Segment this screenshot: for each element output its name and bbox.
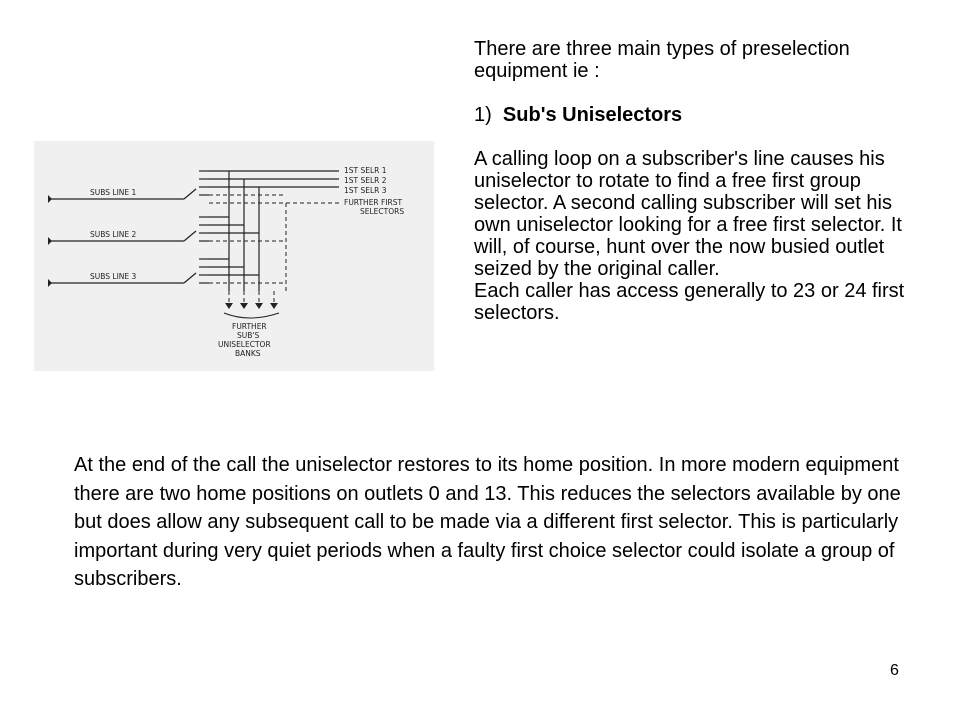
- further-first-label-2: SELECTORS: [360, 207, 404, 216]
- further-first-label: FURTHER FIRST: [344, 198, 403, 207]
- selector-3-label: 1ST SELR 3: [344, 186, 387, 195]
- section-heading: 1) Sub's Uniselectors: [474, 104, 914, 126]
- further-banks-label-3: UNISELECTOR: [218, 340, 271, 349]
- section-number: 1): [474, 104, 492, 126]
- body-text: At the end of the call the uniselector r…: [74, 451, 904, 594]
- further-banks-label-1: FURTHER: [232, 322, 267, 331]
- description-paragraph: A calling loop on a subscriber's line ca…: [474, 148, 902, 280]
- intro-text: There are three main types of preselecti…: [474, 38, 850, 82]
- section-title: Sub's Uniselectors: [502, 104, 683, 126]
- diagram-brace: [223, 312, 280, 319]
- selector-1-label: 1ST SELR 1: [344, 166, 387, 175]
- selector-2-label: 1ST SELR 2: [344, 176, 387, 185]
- description-column: There are three main types of preselecti…: [474, 38, 914, 324]
- diagram-wiring: [50, 170, 339, 291]
- further-banks-label-4: BANKS: [235, 349, 261, 358]
- uniselector-diagram: SUBS LINE 1 SUBS LINE 2 SUBS LINE 3 1ST …: [34, 141, 434, 371]
- body-paragraph: At the end of the call the uniselector r…: [74, 454, 901, 590]
- diagram-arrows: [48, 195, 278, 309]
- subs-line-2-label: SUBS LINE 2: [90, 230, 137, 239]
- diagram-further-wiring: [209, 194, 339, 303]
- subs-line-3-label: SUBS LINE 3: [90, 272, 137, 281]
- access-paragraph: Each caller has access generally to 23 o…: [474, 280, 905, 324]
- further-banks-label-2: SUB'S: [237, 331, 259, 340]
- page-number: 6: [890, 662, 899, 679]
- diagram-svg: SUBS LINE 1 SUBS LINE 2 SUBS LINE 3 1ST …: [48, 166, 404, 358]
- subs-line-1-label: SUBS LINE 1: [90, 188, 137, 197]
